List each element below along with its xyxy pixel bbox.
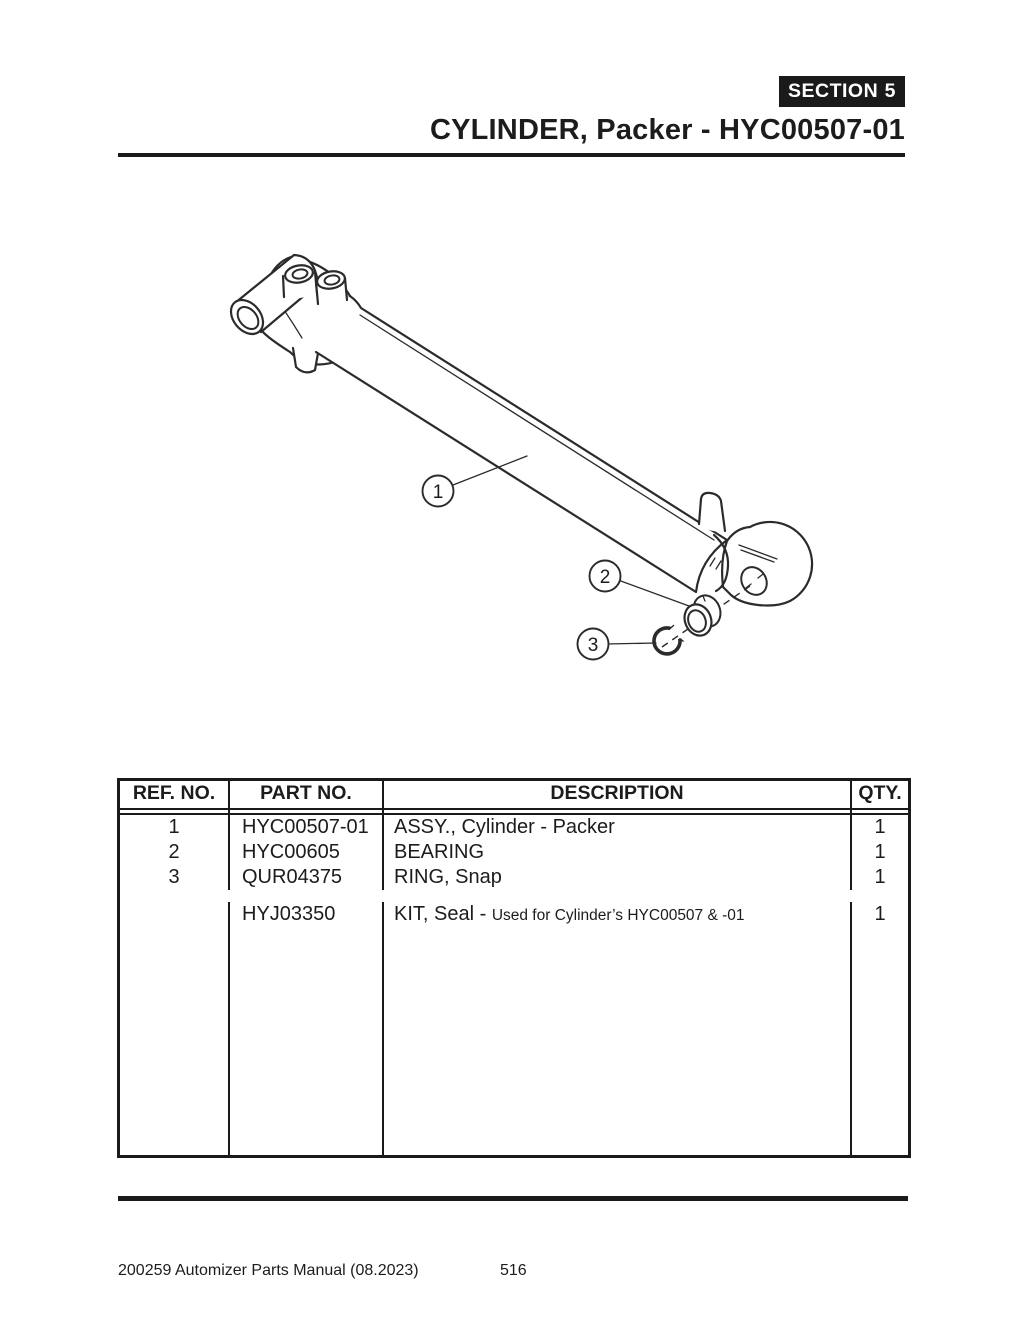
cell-desc: ASSY., Cylinder - Packer <box>384 815 852 840</box>
header-rule <box>118 153 905 157</box>
cell-ref: 3 <box>120 865 230 890</box>
svg-text:3: 3 <box>588 635 599 656</box>
bearing <box>683 594 722 637</box>
leader-line-2 <box>617 579 690 607</box>
svg-text:2: 2 <box>600 567 611 588</box>
rod-port-boss <box>697 491 727 533</box>
callout-1: 1 <box>421 474 455 508</box>
cylinder-barrel <box>314 294 729 594</box>
cell-desc: RING, Snap <box>384 865 852 890</box>
base-lower-boss <box>291 346 320 374</box>
gland-detail <box>709 533 730 593</box>
cell-desc: BEARING <box>384 840 852 865</box>
col-header-part: PART NO. <box>230 781 384 808</box>
cylinder-exploded-diagram: 1 2 3 <box>229 253 814 661</box>
table-empty-space <box>120 927 908 1155</box>
section-badge: SECTION 5 <box>779 76 905 107</box>
callout-3: 3 <box>576 627 610 661</box>
table-row-kit: HYJ03350 KIT, Seal - Used for Cylinder’s… <box>120 902 908 927</box>
footer-rule <box>118 1196 908 1201</box>
col-header-ref: REF. NO. <box>120 781 230 808</box>
section-number: 5 <box>884 80 896 102</box>
base-port-boss-left <box>281 264 319 299</box>
table-row: 1 HYC00507-01 ASSY., Cylinder - Packer 1 <box>120 815 908 840</box>
callout-2: 2 <box>588 559 622 593</box>
table-row: 3 QUR04375 RING, Snap 1 <box>120 865 908 890</box>
snap-ring <box>652 624 684 656</box>
cell-ref <box>120 902 230 927</box>
cell-qty: 1 <box>874 841 886 863</box>
leader-line-3 <box>605 642 657 645</box>
header-double-line <box>120 810 908 815</box>
kit-desc-main: KIT, Seal - <box>394 903 492 925</box>
kit-desc-note: Used for Cylinder’s HYC00507 & -01 <box>491 907 745 924</box>
cell-qty: 1 <box>874 903 886 925</box>
leader-line-1 <box>452 455 528 486</box>
svg-text:1: 1 <box>433 482 444 503</box>
cell-qty: 1 <box>874 816 886 838</box>
footer-page-number: 516 <box>500 1262 527 1279</box>
parts-table: REF. NO. PART NO. DESCRIPTION QTY. 1 HYC… <box>117 778 911 1158</box>
cell-part: HYC00605 <box>230 840 384 865</box>
base-port-boss-right <box>314 270 349 306</box>
cell-part: HYC00507-01 <box>230 815 384 840</box>
cell-qty: 1 <box>874 866 886 888</box>
rod-end-eye <box>721 520 814 607</box>
cell-ref: 2 <box>120 840 230 865</box>
parts-table-header: REF. NO. PART NO. DESCRIPTION QTY. <box>120 781 908 810</box>
cell-part: HYJ03350 <box>230 902 384 927</box>
footer-manual-text: 200259 Automizer Parts Manual (08.2023) <box>118 1262 419 1279</box>
section-label: SECTION <box>788 80 879 102</box>
cell-ref: 1 <box>120 815 230 840</box>
cell-part: QUR04375 <box>230 865 384 890</box>
table-row: 2 HYC00605 BEARING 1 <box>120 840 908 865</box>
col-header-desc: DESCRIPTION <box>384 781 852 808</box>
col-header-qty: QTY. <box>858 782 902 804</box>
cell-desc: KIT, Seal - Used for Cylinder’s HYC00507… <box>384 902 852 927</box>
page-title: CYLINDER, Packer - HYC00507-01 <box>429 114 905 146</box>
